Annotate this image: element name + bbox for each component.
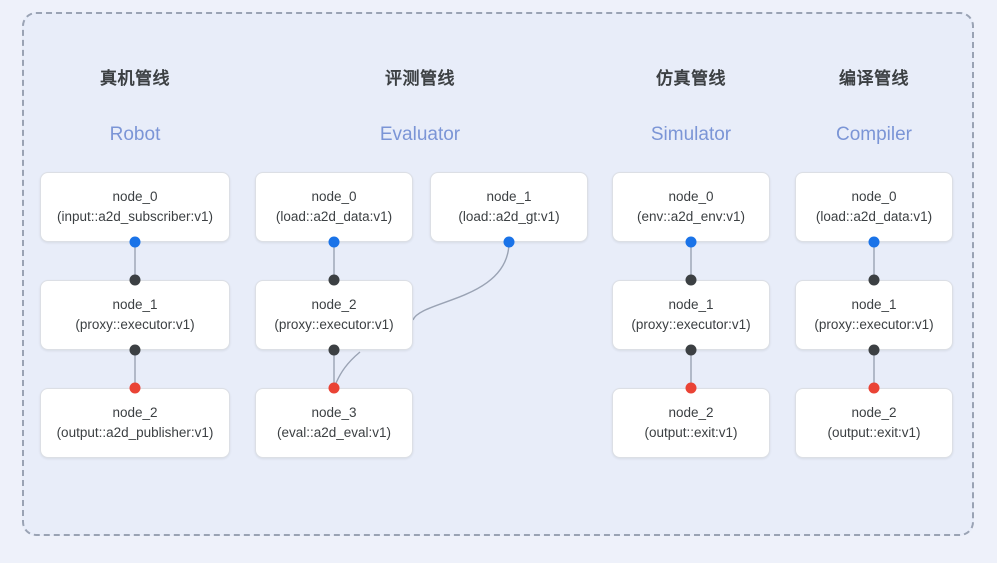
node-id-label: node_2: [851, 405, 897, 421]
node-port-blue-bottom[interactable]: [328, 236, 340, 248]
node-id-label: node_2: [112, 405, 158, 421]
node-port-blue-bottom[interactable]: [685, 236, 697, 248]
column-title-cn: 仿真管线: [656, 69, 726, 88]
node-id-label: node_1: [112, 297, 158, 313]
pipeline-node[interactable]: node_2(output::exit:v1): [612, 388, 770, 458]
pipeline-node[interactable]: node_3(eval::a2d_eval:v1): [255, 388, 413, 458]
pipeline-node[interactable]: node_0(load::a2d_data:v1): [795, 172, 953, 242]
node-type-label: (input::a2d_subscriber:v1): [56, 209, 214, 224]
node-type-label: (output::a2d_publisher:v1): [56, 425, 214, 440]
column-title-cn: 真机管线: [100, 69, 170, 88]
pipeline-node[interactable]: node_1(proxy::executor:v1): [612, 280, 770, 350]
node-port-red-top[interactable]: [328, 382, 340, 394]
node-type-label: (output::exit:v1): [827, 425, 921, 440]
node-port-dark-bottom[interactable]: [868, 344, 880, 356]
pipeline-node[interactable]: node_2(output::exit:v1): [795, 388, 953, 458]
pipeline-node[interactable]: node_2(proxy::executor:v1): [255, 280, 413, 350]
pipeline-node[interactable]: node_2(output::a2d_publisher:v1): [40, 388, 230, 458]
node-port-dark-top[interactable]: [868, 274, 880, 286]
node-port-blue-bottom[interactable]: [129, 236, 141, 248]
column-title-cn: 编译管线: [839, 69, 909, 88]
node-id-label: node_0: [311, 189, 357, 205]
node-type-label: (proxy::executor:v1): [274, 317, 394, 332]
column-subtitle-en: Simulator: [650, 124, 732, 145]
node-port-dark-top[interactable]: [328, 274, 340, 286]
node-port-dark-top[interactable]: [129, 274, 141, 286]
node-port-blue-bottom[interactable]: [503, 236, 515, 248]
node-id-label: node_1: [851, 297, 897, 313]
node-type-label: (proxy::executor:v1): [631, 317, 751, 332]
node-port-dark-bottom[interactable]: [328, 344, 340, 356]
node-id-label: node_1: [486, 189, 532, 205]
pipeline-node[interactable]: node_0(env::a2d_env:v1): [612, 172, 770, 242]
node-port-dark-top[interactable]: [685, 274, 697, 286]
node-type-label: (proxy::executor:v1): [814, 317, 934, 332]
column-subtitle-en: Robot: [109, 124, 161, 145]
node-type-label: (load::a2d_data:v1): [275, 209, 393, 224]
node-id-label: node_2: [311, 297, 357, 313]
node-port-dark-bottom[interactable]: [129, 344, 141, 356]
pipeline-node[interactable]: node_1(load::a2d_gt:v1): [430, 172, 588, 242]
node-id-label: node_1: [668, 297, 714, 313]
node-type-label: (load::a2d_gt:v1): [458, 209, 560, 224]
pipeline-node[interactable]: node_0(input::a2d_subscriber:v1): [40, 172, 230, 242]
column-title-cn: 评测管线: [385, 69, 455, 88]
node-type-label: (eval::a2d_eval:v1): [276, 425, 392, 440]
node-id-label: node_3: [311, 405, 357, 421]
node-port-dark-bottom[interactable]: [685, 344, 697, 356]
node-type-label: (output::exit:v1): [644, 425, 738, 440]
node-id-label: node_0: [112, 189, 158, 205]
node-type-label: (load::a2d_data:v1): [815, 209, 933, 224]
pipeline-node[interactable]: node_1(proxy::executor:v1): [40, 280, 230, 350]
node-type-label: (env::a2d_env:v1): [636, 209, 746, 224]
node-port-red-top[interactable]: [685, 382, 697, 394]
node-id-label: node_2: [668, 405, 714, 421]
column-subtitle-en: Evaluator: [379, 124, 461, 145]
node-port-red-top[interactable]: [129, 382, 141, 394]
node-id-label: node_0: [668, 189, 714, 205]
node-type-label: (proxy::executor:v1): [75, 317, 195, 332]
node-id-label: node_0: [851, 189, 897, 205]
pipeline-node[interactable]: node_1(proxy::executor:v1): [795, 280, 953, 350]
pipeline-node[interactable]: node_0(load::a2d_data:v1): [255, 172, 413, 242]
column-subtitle-en: Compiler: [835, 124, 913, 145]
node-port-red-top[interactable]: [868, 382, 880, 394]
node-port-blue-bottom[interactable]: [868, 236, 880, 248]
